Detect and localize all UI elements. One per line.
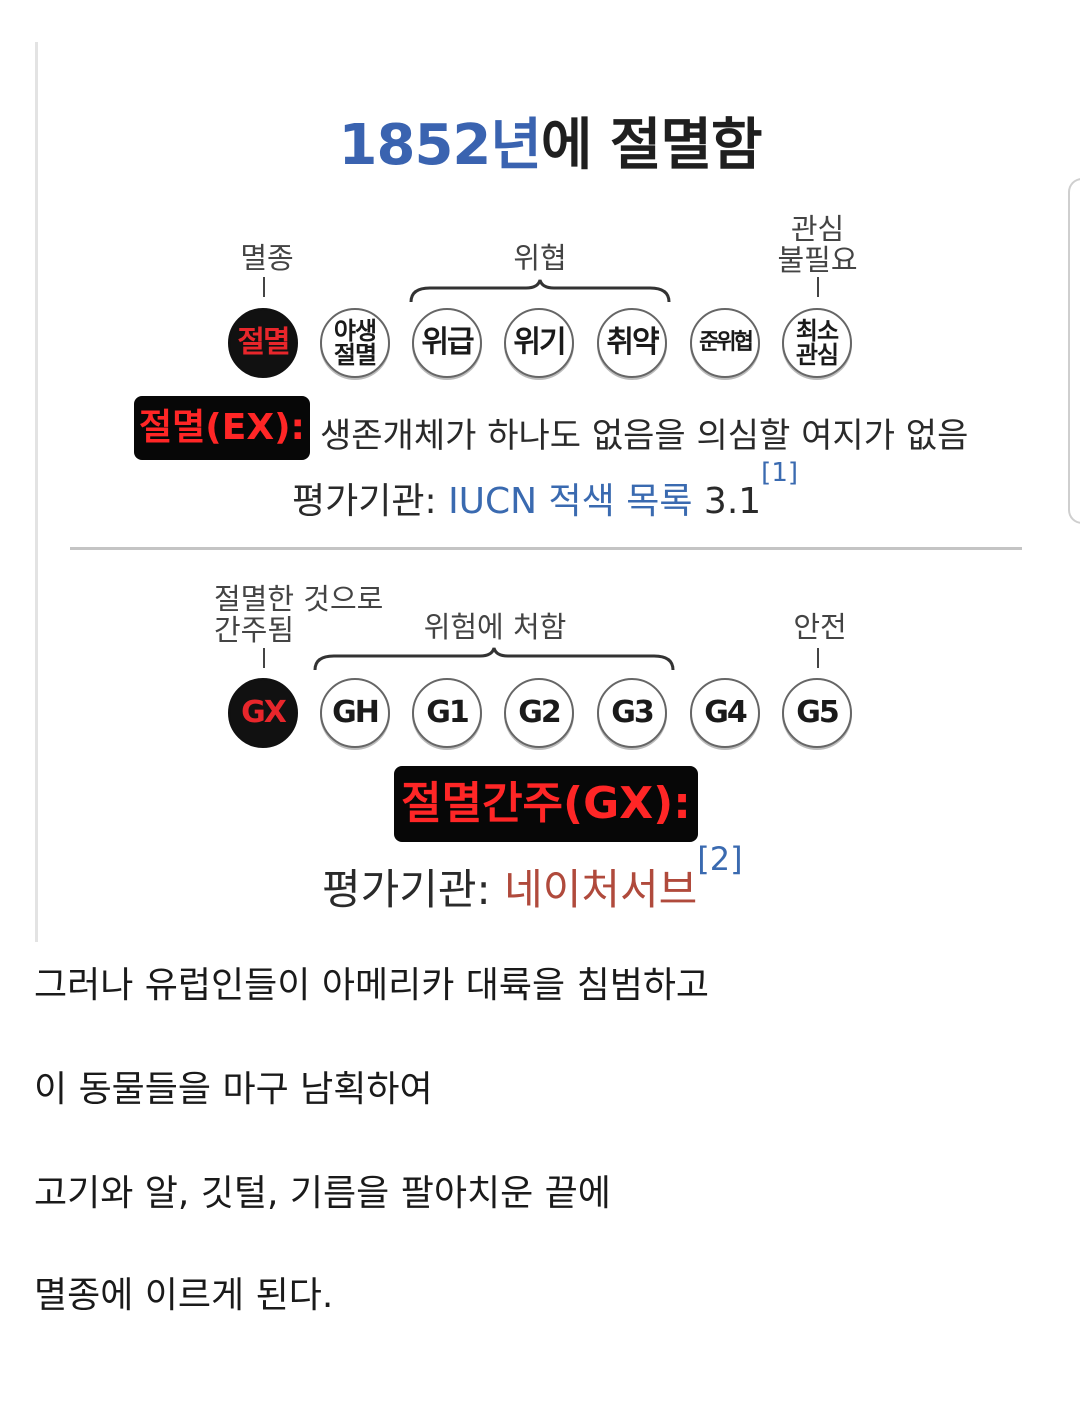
status-circle-lc: 최소 관심: [782, 308, 852, 378]
status-circle-g2: G2: [504, 678, 574, 748]
status-circle-g1: G1: [412, 678, 482, 748]
iucn-red-list-link[interactable]: IUCN 적색 목록: [448, 481, 693, 522]
label-at-risk: 위험에 처함: [423, 610, 567, 644]
label-least-concern: 관심 불필요: [777, 212, 858, 277]
tick-extinct: [263, 277, 265, 297]
status-circle-gx: GX: [228, 678, 298, 748]
status-badge-gx: 절멸간주(GX):: [394, 766, 698, 842]
tick-secure: [817, 648, 819, 668]
status-circle-gh: GH: [320, 678, 390, 748]
status-title-rest: 에 절멸함: [540, 113, 763, 178]
status-circle-nt: 준위협: [690, 308, 760, 378]
label-extinct: 멸종: [240, 241, 294, 275]
status-circle-ex: 절멸: [228, 308, 298, 378]
status-title: 1852년에 절멸함: [0, 100, 1080, 181]
status-circle-en: 위기: [504, 308, 574, 378]
status-circle-ew: 야생 절멸: [320, 308, 390, 378]
tick-least-concern: [817, 277, 819, 297]
label-threatened: 위협: [513, 241, 567, 275]
reference-2-link[interactable]: [2]: [697, 840, 743, 878]
natureserve-link[interactable]: 네이처서브: [504, 865, 698, 914]
infobox-left-border: [35, 42, 38, 942]
side-scroll-handle[interactable]: [1068, 178, 1080, 524]
reference-1-link[interactable]: [1]: [761, 458, 799, 488]
status-circle-g4: G4: [690, 678, 760, 748]
section-divider: [70, 547, 1022, 550]
at-risk-bracket: [313, 647, 675, 671]
status-circle-g5: G5: [782, 678, 852, 748]
status-circle-g3: G3: [597, 678, 667, 748]
threatened-bracket: [409, 279, 671, 303]
status-circle-cr: 위급: [412, 308, 482, 378]
label-secure: 안전: [793, 610, 847, 644]
paragraph-2: 이 동물들을 마구 남획하여: [34, 1069, 433, 1110]
paragraph-1: 그러나 유럽인들이 아메리카 대륙을 침범하고: [34, 965, 710, 1006]
assessment-org-iucn: 평가기관: IUCN 적색 목록 3.1[1]: [292, 458, 799, 522]
tick-presumed-extinct: [263, 648, 265, 668]
status-description: 생존개체가 하나도 없음을 의심할 여지가 없음: [320, 416, 969, 456]
status-badge-ex: 절멸(EX):: [134, 396, 310, 460]
extinction-year: 1852년: [338, 113, 542, 178]
status-circle-vu: 취약: [597, 308, 667, 378]
label-presumed-extinct: 절멸한 것으로 간주됨: [214, 582, 384, 647]
paragraph-3: 고기와 알, 깃털, 기름을 팔아치운 끝에: [34, 1173, 611, 1214]
paragraph-4: 멸종에 이르게 된다.: [34, 1275, 334, 1316]
assessment-org-natureserve: 평가기관: 네이처서브[2]: [322, 840, 743, 914]
